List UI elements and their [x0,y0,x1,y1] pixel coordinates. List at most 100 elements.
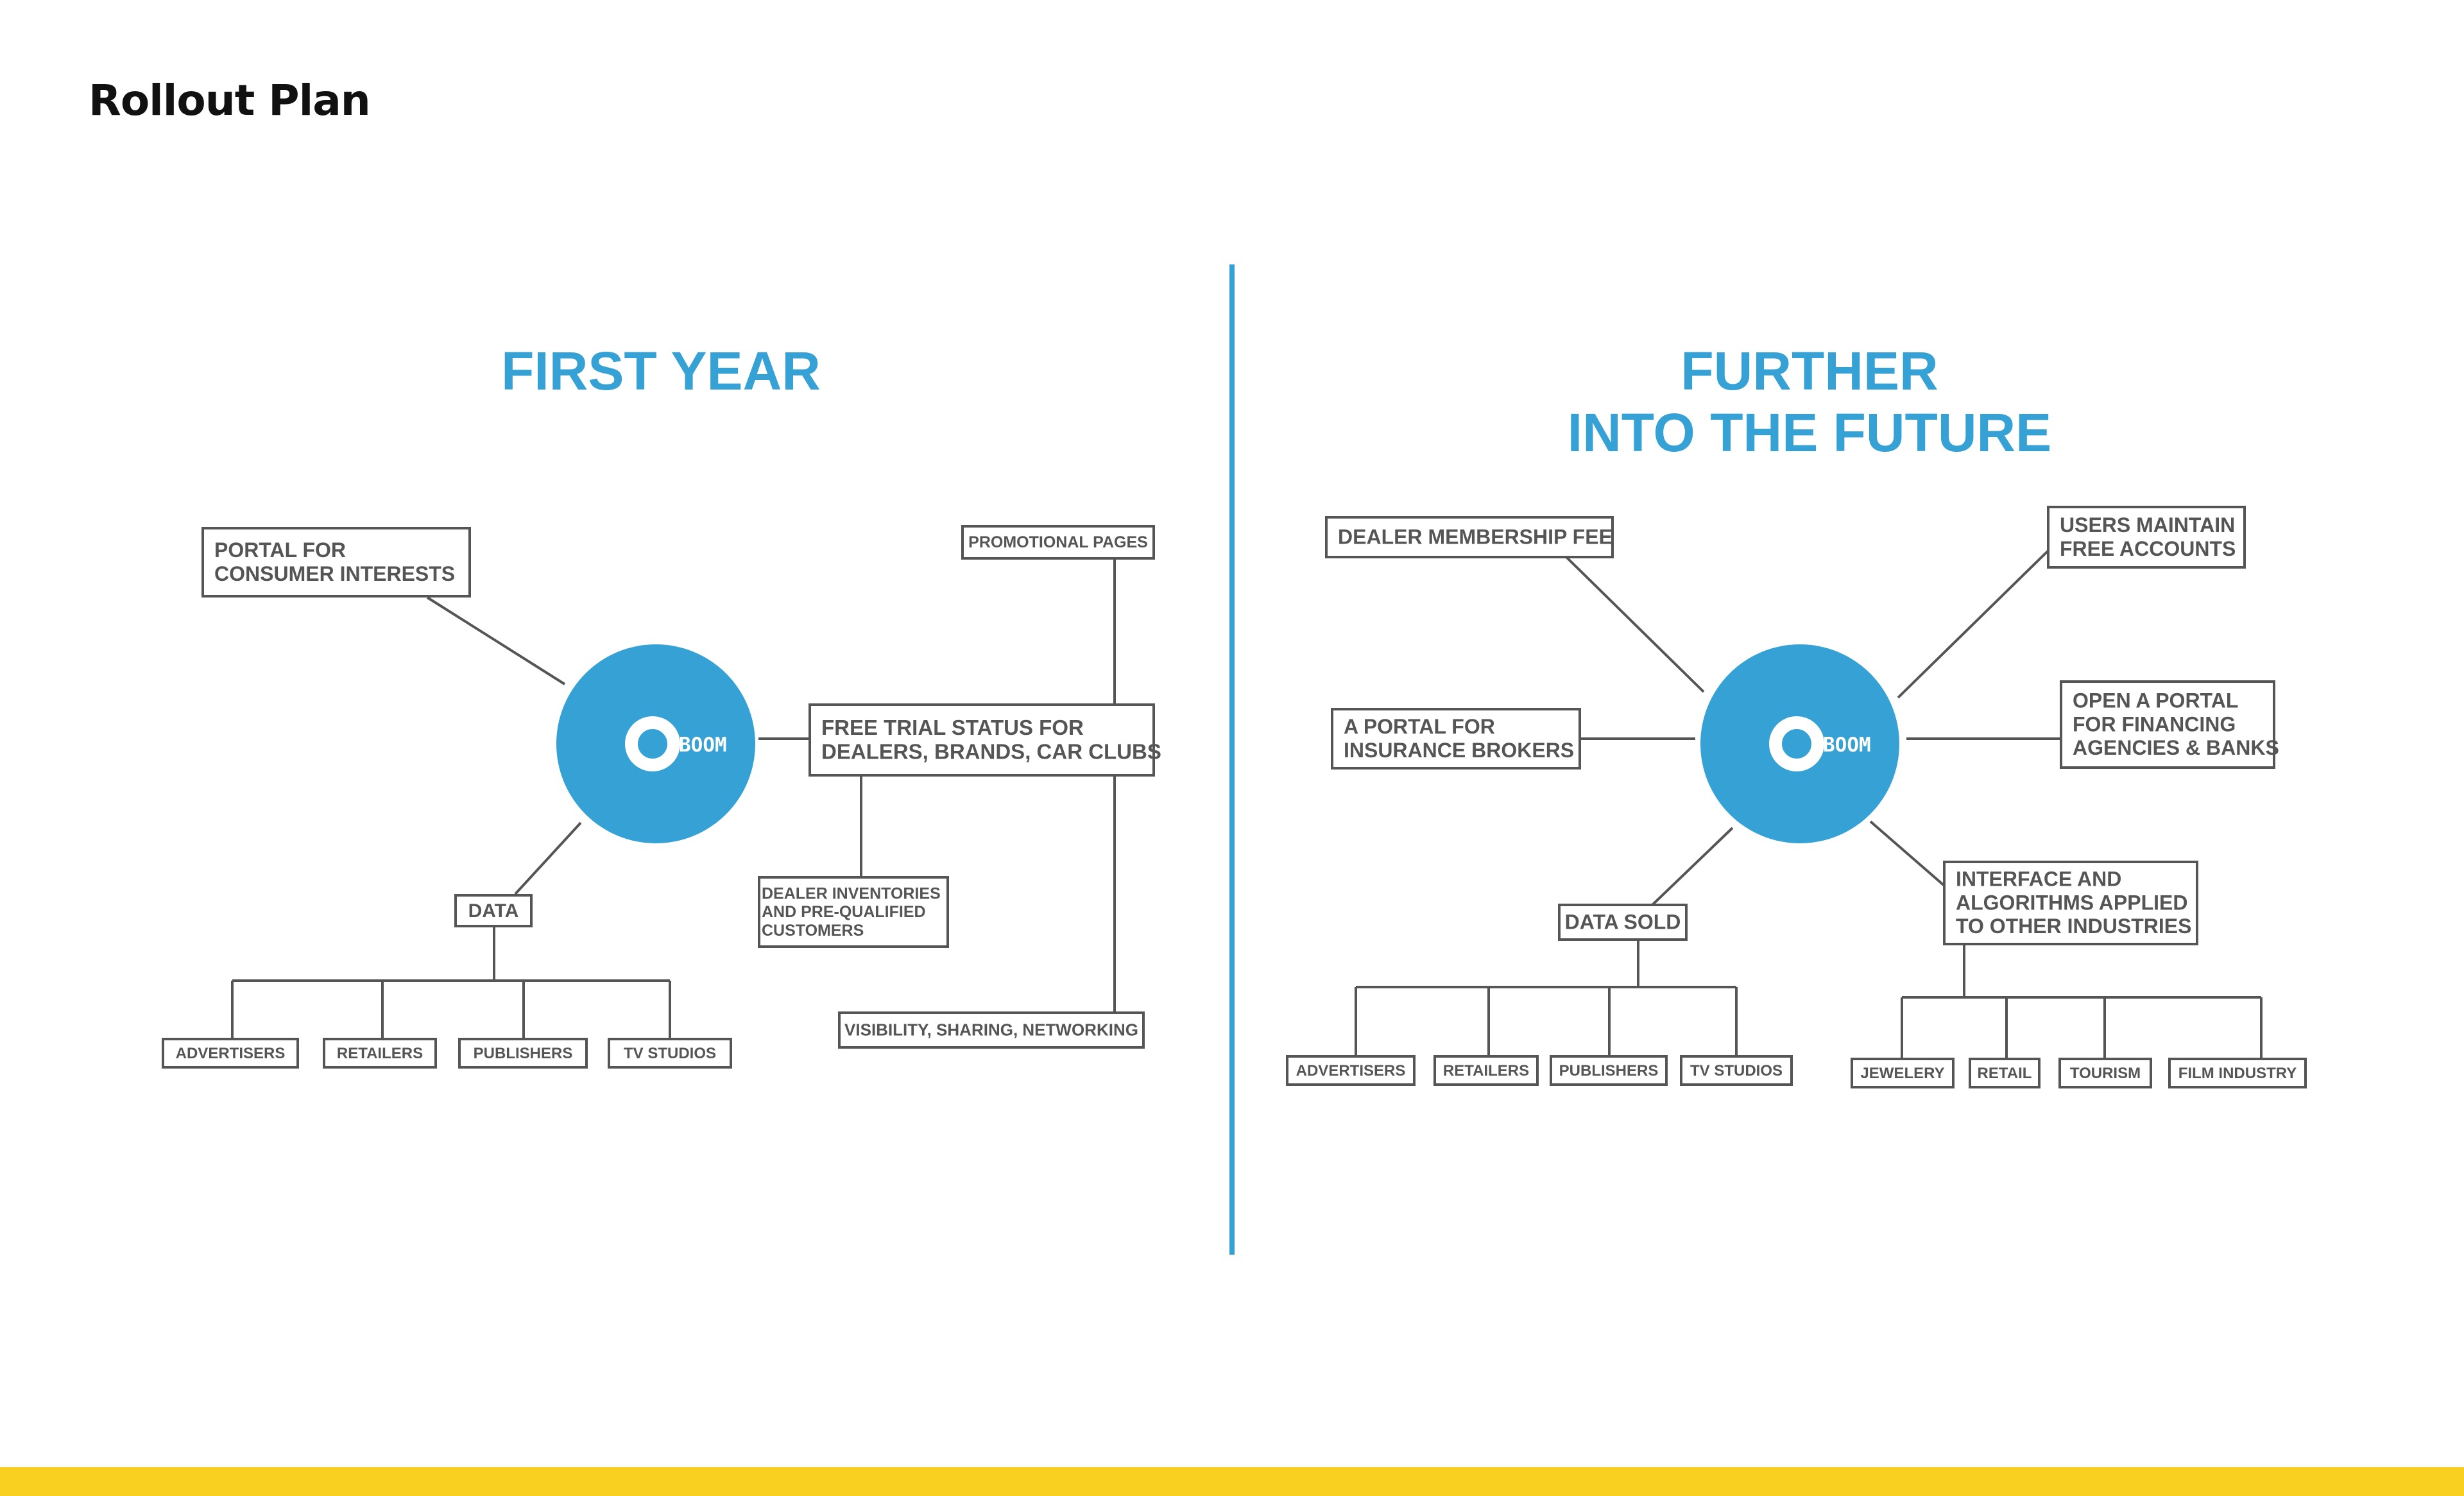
connector-lines [231,549,2263,1059]
node-data-sold: DATA SOLD [1558,904,1688,941]
node-box-frame [1550,1055,1668,1086]
node-label: TOURISM [2070,1065,2141,1082]
node-fu-retailers: RETAILERS [1433,1055,1539,1086]
connector-line [426,596,566,685]
node-label: RETAILERS [1443,1062,1529,1079]
node-box-frame [2060,680,2275,769]
node-box-frame [2058,1058,2152,1088]
node-tourism: TOURISM [2058,1058,2152,1088]
node-label: DATA [468,900,519,922]
logo-circle-fill [1700,644,1899,843]
node-label: PORTAL FOR [214,538,346,562]
node-box-frame [1433,1055,1539,1086]
node-visibility: VISIBILITY, SHARING, NETWORKING [838,1011,1145,1049]
node-label: VISIBILITY, SHARING, NETWORKING [844,1020,1138,1039]
node-fy-advertisers: ADVERTISERS [162,1038,299,1069]
node-label: RETAILERS [337,1045,423,1062]
node-box-frame [608,1038,732,1069]
node-label: TV STUDIOS [624,1045,716,1062]
bottom-accent-bar [0,1467,2464,1496]
node-dealer-membership-fee: DEALER MEMBERSHIP FEE [1325,516,1614,558]
node-data: DATA [454,894,533,927]
node-label: DEALERS, BRANDS, CAR CLUBS [821,740,1161,764]
node-box-frame [454,894,533,927]
node-fu-advertisers: ADVERTISERS [1286,1055,1416,1086]
boom-logo-text: BOOM [679,734,727,757]
node-label: DEALER MEMBERSHIP FEE [1338,525,1613,548]
node-box-frame [458,1038,588,1069]
first-year-heading: FIRST YEAR [411,340,911,402]
connector-line [514,821,582,895]
node-label: PUBLISHERS [474,1045,573,1062]
node-box-frame [1286,1055,1416,1086]
node-label: FOR FINANCING [2073,712,2236,735]
node-label: CONSUMER INTERESTS [214,562,455,585]
future-heading-line-2: INTO THE FUTURE [1567,402,2052,463]
node-box-frame [1943,861,2198,945]
node-label: ADVERTISERS [176,1045,286,1062]
node-label: A PORTAL FOR [1344,715,1495,738]
node-label: INSURANCE BROKERS [1344,739,1574,762]
node-label: PROMOTIONAL PAGES [968,533,1148,551]
node-box-frame [1331,708,1581,769]
node-label: OPEN A PORTAL [2073,689,2238,712]
boom-logo-text: BOOM [1823,734,1871,757]
node-box-frame [1969,1058,2041,1088]
boom-ring-icon [625,716,680,771]
node-box-frame [2168,1058,2307,1088]
node-label: ALGORITHMS APPLIED [1956,891,2187,914]
node-fy-retailers: RETAILERS [323,1038,437,1069]
connector-line [1869,820,1946,887]
first-year-heading-text: FIRST YEAR [501,341,821,401]
node-fy-tv-studios: TV STUDIOS [608,1038,732,1069]
node-box-frame [201,527,471,598]
node-promotional-pages: PROMOTIONAL PAGES [961,525,1155,560]
node-label: PUBLISHERS [1559,1062,1659,1079]
connector-line [1565,556,1705,693]
node-box-frame [961,525,1155,560]
node-label: USERS MAINTAIN [2060,513,2235,537]
node-label: JEWELERY [1860,1065,1944,1082]
node-box-frame [2047,506,2246,569]
node-label: DATA SOLD [1565,910,1681,933]
node-box-frame [1558,904,1688,941]
future-heading-line-1: FURTHER [1681,341,1938,401]
future-heading: FURTHER INTO THE FUTURE [1489,340,2130,463]
node-label: RETAIL [1978,1065,2032,1082]
node-jewelery: JEWELERY [1851,1058,1955,1088]
node-label: TO OTHER INDUSTRIES [1956,915,2191,938]
node-box-frame [1325,516,1614,558]
node-retail: RETAIL [1969,1058,2041,1088]
node-label: CUSTOMERS [762,922,864,940]
page-title: Rollout Plan [89,76,371,125]
connector-line [1651,827,1734,906]
node-label: DEALER INVENTORIES [762,884,941,902]
first-year-logo-circle: BOOM [556,644,755,843]
node-label: AGENCIES & BANKS [2073,736,2279,759]
node-fu-publishers: PUBLISHERS [1550,1055,1668,1086]
node-box-frame [1851,1058,1955,1088]
node-box-frame [323,1038,437,1069]
node-box-frame [162,1038,299,1069]
logo-circle-fill [556,644,755,843]
node-film-industry: FILM INDUSTRY [2168,1058,2307,1088]
connector-line [1897,549,2049,699]
node-label: FILM INDUSTRY [2178,1065,2297,1082]
node-label: FREE ACCOUNTS [2060,537,2236,560]
node-box-frame [809,703,1155,777]
node-label: ADVERTISERS [1296,1062,1406,1079]
node-fu-tv-studios: TV STUDIOS [1680,1055,1793,1086]
node-box-frame [758,876,949,948]
node-box-frame [838,1011,1145,1049]
node-box-frame [1680,1055,1793,1086]
node-label: INTERFACE AND [1956,868,2121,891]
